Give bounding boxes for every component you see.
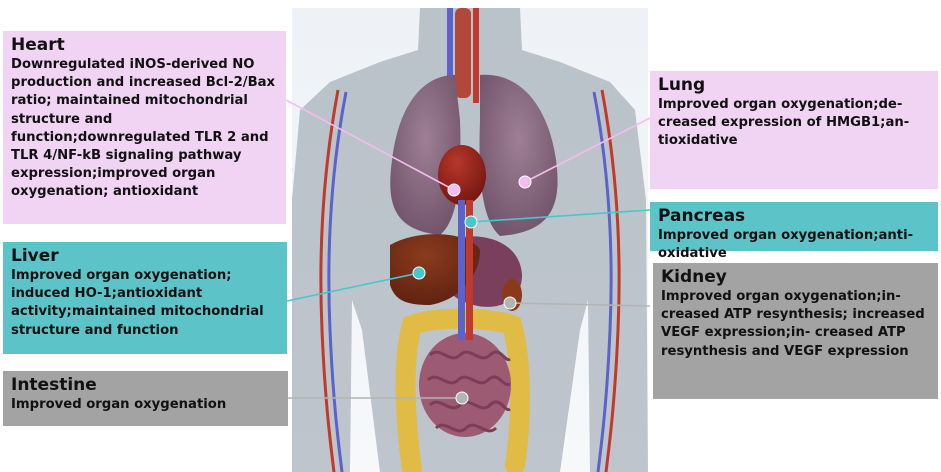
kidney-marker <box>503 296 517 310</box>
small-intestine <box>419 333 511 437</box>
arm-vessels <box>319 89 621 472</box>
heart-organ <box>438 145 486 205</box>
lung-connector <box>524 117 651 183</box>
marker-dots <box>412 175 532 405</box>
small-intestine-coils <box>426 350 511 433</box>
kidney-effects: Improved organ oxygenation;in- creased A… <box>661 289 925 359</box>
intestine-title: Intestine <box>11 375 97 395</box>
kidney-callout: Kidney Improved organ oxygenation;in- cr… <box>653 263 938 399</box>
heart-title: Heart <box>11 35 65 55</box>
lung-effects: Improved organ oxygenation;de- creased e… <box>658 97 910 149</box>
liver-connector <box>286 272 420 302</box>
connector-lines <box>285 99 651 399</box>
pancreas-connector <box>470 209 651 223</box>
heart-connector <box>285 99 455 191</box>
intestine-effects: Improved organ oxygenation <box>11 397 227 412</box>
left-lung <box>390 75 461 235</box>
vena-cava <box>458 200 465 340</box>
liver-marker <box>412 266 426 280</box>
lung-marker <box>518 175 532 189</box>
pancreas-callout: Pancreas Improved organ oxygenation;anti… <box>650 202 938 261</box>
neck-vessels <box>447 8 479 103</box>
heart-marker <box>447 183 461 197</box>
lung-title: Lung <box>658 75 706 95</box>
intestine-marker <box>455 391 469 405</box>
aorta <box>466 200 473 340</box>
liver-effects: Improved organ oxygenation; induced HO-1… <box>11 268 264 338</box>
liver-callout: Liver Improved organ oxygenation; induce… <box>3 242 287 354</box>
lung-callout: Lung Improved organ oxygenation;de- crea… <box>650 71 938 189</box>
heart-callout: Heart Downregulated iNOS-derived NO prod… <box>3 31 286 224</box>
kidney-connector <box>509 302 651 307</box>
kidney-title: Kidney <box>661 267 727 287</box>
pancreas-title: Pancreas <box>658 206 746 226</box>
right-lung <box>479 74 558 236</box>
pancreas-effects: Improved organ oxygenation;anti- oxidati… <box>658 228 914 262</box>
pancreas-marker <box>464 215 478 229</box>
liver-organ <box>390 234 480 305</box>
intestine-callout: Intestine Improved organ oxygenation <box>3 371 288 426</box>
heart-effects: Downregulated iNOS-derived NO production… <box>11 57 276 200</box>
liver-title: Liver <box>11 246 59 266</box>
